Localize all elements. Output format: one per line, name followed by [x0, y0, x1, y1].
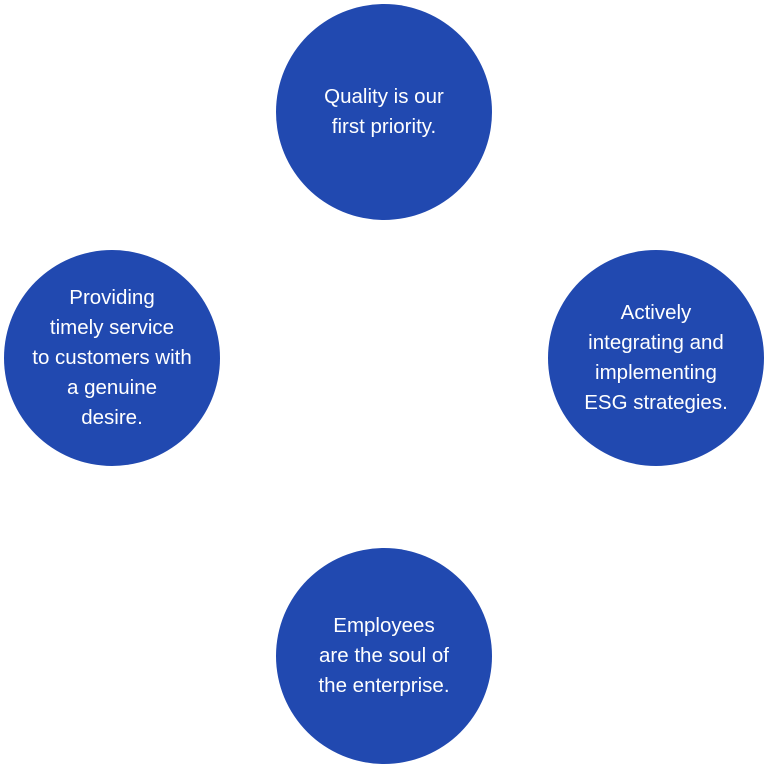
value-circle-quality: Quality is our first priority. — [276, 4, 492, 220]
value-label-esg: Actively integrating and implementing ES… — [584, 301, 728, 414]
value-label-service: Providing timely service to customers wi… — [32, 286, 192, 429]
value-label-quality: Quality is our first priority. — [324, 85, 444, 138]
value-label-employees: Employees are the soul of the enterprise… — [318, 614, 450, 697]
value-circle-employees: Employees are the soul of the enterprise… — [276, 548, 492, 764]
value-circle-esg: Actively integrating and implementing ES… — [548, 250, 764, 466]
value-circle-service: Providing timely service to customers wi… — [4, 250, 220, 466]
